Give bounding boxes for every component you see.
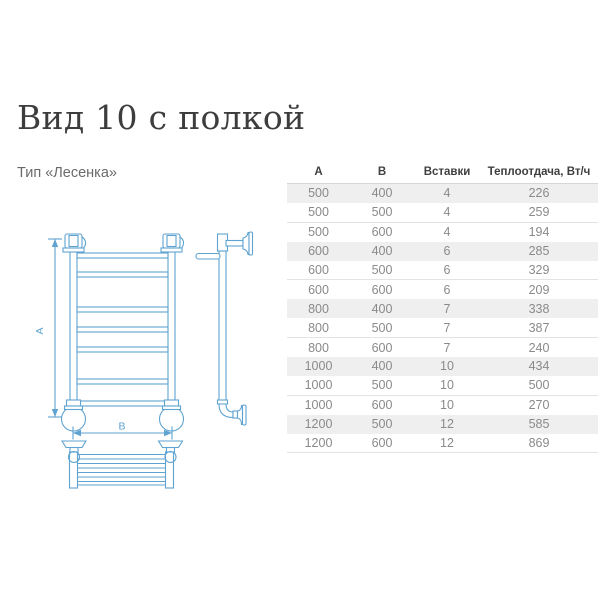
table-cell: 600 bbox=[350, 433, 414, 454]
dimension-a-label: A bbox=[34, 327, 46, 334]
dimension-b bbox=[72, 426, 173, 440]
column-header: A bbox=[287, 160, 350, 184]
table-row: 600 600 6 209 bbox=[287, 280, 598, 299]
table-cell: 1000 bbox=[304, 359, 333, 374]
table-cell: 500 bbox=[287, 202, 350, 223]
table-cell: 434 bbox=[528, 359, 550, 374]
table-row: 1000 600 10 270 bbox=[287, 395, 598, 414]
table-cell: 259 bbox=[480, 202, 598, 223]
table-cell: 329 bbox=[480, 260, 598, 281]
table-cell: 240 bbox=[528, 340, 550, 355]
table-cell: 500 bbox=[308, 225, 329, 240]
table-cell: 10 bbox=[440, 398, 454, 413]
front-view bbox=[60, 233, 185, 432]
column-header: B bbox=[350, 160, 414, 184]
table-cell: 500 bbox=[350, 202, 414, 223]
table-cell: 500 bbox=[350, 318, 414, 339]
table-cell: 500 bbox=[350, 260, 414, 281]
table-cell: 209 bbox=[528, 282, 550, 297]
table-cell: 600 bbox=[371, 340, 393, 355]
table-row: 1000 400 10 434 bbox=[287, 357, 598, 376]
table-row: 1200 500 12 585 bbox=[287, 414, 598, 434]
table-cell: 600 bbox=[371, 225, 393, 240]
table-cell: 1200 bbox=[287, 433, 350, 454]
table-cell: 600 bbox=[371, 398, 393, 413]
bottom-mount-left bbox=[60, 399, 87, 432]
table-cell: 585 bbox=[528, 417, 550, 432]
table-cell: 4 bbox=[414, 202, 480, 223]
table-row: 500 400 4 226 bbox=[287, 183, 598, 203]
table-cell: 1000 bbox=[304, 398, 333, 413]
table-cell: 4 bbox=[443, 186, 451, 201]
table-row: 500 600 4 194 bbox=[287, 222, 598, 241]
table-cell: 270 bbox=[528, 398, 550, 413]
column-header: Вставки bbox=[414, 160, 480, 184]
table-cell: 400 bbox=[371, 186, 393, 201]
table-cell: 800 bbox=[287, 318, 350, 339]
table-cell: 387 bbox=[480, 318, 598, 339]
table-cell: 600 bbox=[371, 282, 393, 297]
table-cell: 194 bbox=[528, 225, 550, 240]
table-cell: 6 bbox=[443, 244, 451, 259]
table-cell: 4 bbox=[443, 225, 451, 240]
table-cell: 285 bbox=[528, 244, 550, 259]
table-cell: 600 bbox=[287, 260, 350, 281]
dimension-a bbox=[48, 238, 62, 418]
table-row: 800 600 7 240 bbox=[287, 338, 598, 357]
table-cell: 7 bbox=[414, 318, 480, 339]
table-cell: 600 bbox=[308, 244, 329, 259]
side-view bbox=[195, 231, 254, 426]
table-cell: 400 bbox=[371, 244, 393, 259]
table-cell: 12 bbox=[440, 417, 454, 432]
table-cell: 7 bbox=[443, 301, 451, 316]
product-drawing: A B bbox=[34, 231, 254, 489]
table-row: 800 400 7 338 bbox=[287, 299, 598, 319]
table-cell: 500 bbox=[480, 375, 598, 396]
table-row: 600 400 6 285 bbox=[287, 241, 598, 261]
table-cell: 10 bbox=[414, 375, 480, 396]
table-cell: 400 bbox=[371, 301, 393, 316]
table-cell: 600 bbox=[308, 282, 329, 297]
table-cell: 6 bbox=[443, 282, 451, 297]
page-subtitle: Тип «Лесенка» bbox=[17, 165, 117, 181]
table-cell: 12 bbox=[414, 433, 480, 454]
table-cell: 800 bbox=[308, 340, 329, 355]
table-cell: 1000 bbox=[287, 375, 350, 396]
table-cell: 10 bbox=[440, 359, 454, 374]
top-fitting-left bbox=[62, 233, 87, 253]
table-cell: 7 bbox=[443, 340, 451, 355]
table-cell: 338 bbox=[528, 301, 550, 316]
table-cell: 6 bbox=[414, 260, 480, 281]
bottom-mount-right bbox=[158, 399, 185, 432]
table-cell: 800 bbox=[308, 301, 329, 316]
column-header: Теплоотдача, Вт/ч bbox=[480, 160, 598, 184]
table-cell: 400 bbox=[371, 359, 393, 374]
page-title: Вид 10 с полкой bbox=[17, 98, 306, 137]
table-cell: 226 bbox=[528, 186, 550, 201]
dimension-b-label: B bbox=[118, 421, 125, 433]
table-cell: 500 bbox=[308, 186, 329, 201]
table-cell: 500 bbox=[350, 375, 414, 396]
table-cell: 500 bbox=[371, 417, 393, 432]
table-cell: 1200 bbox=[304, 417, 333, 432]
bottom-shelf-view bbox=[61, 440, 184, 489]
table-cell: 869 bbox=[480, 433, 598, 454]
top-fitting-right bbox=[160, 233, 185, 253]
